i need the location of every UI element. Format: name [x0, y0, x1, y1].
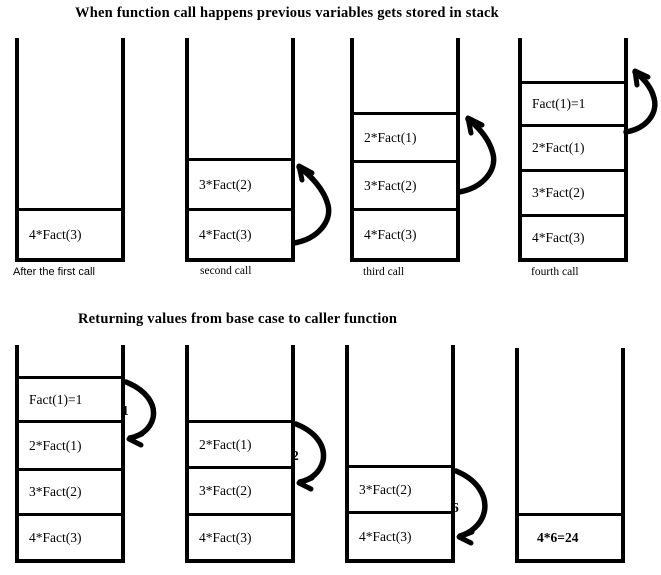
return-arrow-label-1: 1	[122, 403, 129, 418]
stack-caption-third-call: third call	[363, 266, 405, 278]
stack-frame: 4*Fact(3)	[185, 208, 295, 262]
stack-frame-label: 3*Fact(2)	[532, 185, 585, 200]
stack-frame: 3*Fact(2)	[518, 169, 628, 214]
stack-frame-label: 4*Fact(3)	[199, 529, 252, 545]
stack-wall-left	[185, 38, 189, 262]
stack-frame: 3*Fact(2)	[345, 465, 455, 511]
return-arrow-label-2: 2	[292, 448, 299, 463]
stack-frame-label: 4*Fact(3)	[199, 226, 252, 242]
stack-frames: 3*Fact(2) 4*Fact(3)	[345, 465, 455, 563]
stack-return-result: 4*6=24	[515, 348, 625, 563]
stack-return-2: 2*Fact(1) 3*Fact(2) 4*Fact(3)	[185, 345, 295, 563]
stack-frames: 4*6=24	[515, 513, 625, 563]
stack-caption-fourth-call: fourth call	[531, 266, 579, 278]
stack-wall-left	[515, 348, 519, 563]
stack-frame-label: Fact(1)=1	[532, 96, 586, 111]
stack-frame-label: 2*Fact(1)	[29, 437, 82, 453]
stack-wall-left	[350, 38, 354, 262]
return-arrow-1	[118, 376, 166, 448]
stack-frame-label: 3*Fact(2)	[199, 483, 252, 498]
stack-after-first-call: 4*Fact(3)	[15, 38, 125, 262]
section-title-return-phase: Returning values from base case to calle…	[78, 311, 398, 327]
stack-fourth-call: Fact(1)=1 2*Fact(1) 3*Fact(2) 4*Fact(3)	[518, 38, 628, 262]
stack-frame-label: 4*Fact(3)	[364, 226, 417, 242]
push-arrow-third-call	[455, 110, 507, 200]
stack-frame-label: 2*Fact(1)	[532, 140, 585, 155]
stack-frame-label: 4*Fact(3)	[359, 528, 412, 544]
stack-wall-left	[345, 345, 349, 563]
stack-wall-right	[451, 345, 455, 563]
stack-caption-second-call: second call	[200, 265, 252, 277]
stack-frame-label: 4*Fact(3)	[29, 226, 82, 242]
stack-frame-result: 4*6=24	[515, 513, 625, 563]
push-arrow-fourth-call	[622, 66, 661, 138]
stack-frame: 2*Fact(1)	[15, 420, 125, 468]
stack-frame-label: 2*Fact(1)	[364, 129, 417, 145]
stack-frame-label: 3*Fact(2)	[364, 177, 417, 193]
stack-third-call: 2*Fact(1) 3*Fact(2) 4*Fact(3)	[350, 38, 460, 262]
stack-frames: Fact(1)=1 2*Fact(1) 3*Fact(2) 4*Fact(3)	[518, 81, 628, 262]
stack-wall-right	[291, 345, 295, 563]
stack-frames: 4*Fact(3)	[15, 208, 125, 262]
return-arrow-label-3: 6	[452, 500, 459, 515]
stack-frame-label: 3*Fact(2)	[29, 484, 82, 499]
stack-wall-left	[518, 38, 522, 262]
stack-frame: 3*Fact(2)	[185, 466, 295, 513]
stack-frames: Fact(1)=1 2*Fact(1) 3*Fact(2) 4*Fact(3)	[15, 376, 125, 563]
stack-return-1: Fact(1)=1 2*Fact(1) 3*Fact(2) 4*Fact(3)	[15, 345, 125, 563]
push-arrow-second-call	[288, 155, 340, 250]
stack-wall-left	[15, 345, 19, 563]
stack-frame: 3*Fact(2)	[185, 158, 295, 208]
stack-frame: 4*Fact(3)	[518, 214, 628, 262]
stack-second-call: 3*Fact(2) 4*Fact(3)	[185, 38, 295, 262]
stack-frame: 3*Fact(2)	[15, 468, 125, 513]
stack-frame-label: 4*6=24	[537, 529, 579, 545]
stack-wall-right	[456, 38, 460, 262]
stack-frame: 4*Fact(3)	[15, 208, 125, 262]
stack-frames: 3*Fact(2) 4*Fact(3)	[185, 158, 295, 262]
stack-frame: 4*Fact(3)	[345, 511, 455, 563]
stack-frame-label: Fact(1)=1	[29, 391, 83, 407]
stack-frame: 2*Fact(1)	[185, 420, 295, 466]
return-arrow-2	[288, 418, 336, 492]
stack-wall-right	[121, 345, 125, 563]
stack-frame-label: 3*Fact(2)	[199, 176, 252, 192]
stack-frame: Fact(1)=1	[15, 376, 125, 420]
stack-frames: 2*Fact(1) 3*Fact(2) 4*Fact(3)	[350, 112, 460, 262]
stack-wall-left	[185, 345, 189, 563]
stack-wall-right	[121, 38, 125, 262]
stack-frame-label: 3*Fact(2)	[359, 481, 412, 497]
stack-return-3: 3*Fact(2) 4*Fact(3)	[345, 345, 455, 563]
stack-frame: Fact(1)=1	[518, 81, 628, 124]
stack-frame: 3*Fact(2)	[350, 160, 460, 208]
stack-frame: 4*Fact(3)	[15, 513, 125, 563]
stack-wall-left	[15, 38, 19, 262]
stack-wall-right	[621, 348, 625, 563]
stack-frame: 2*Fact(1)	[518, 124, 628, 169]
stack-frame-label: 4*Fact(3)	[29, 529, 82, 545]
stack-wall-right	[291, 38, 295, 262]
stack-wall-right	[624, 38, 628, 262]
stack-frame: 4*Fact(3)	[185, 513, 295, 563]
stack-caption-after-first-call: After the first call	[13, 266, 95, 278]
stack-frame: 4*Fact(3)	[350, 208, 460, 262]
section-title-push-phase: When function call happens previous vari…	[75, 5, 499, 21]
stack-frames: 2*Fact(1) 3*Fact(2) 4*Fact(3)	[185, 420, 295, 563]
stack-frame-label: 2*Fact(1)	[199, 436, 252, 452]
stack-frame-label: 4*Fact(3)	[532, 229, 585, 245]
return-arrow-3	[448, 465, 496, 546]
stack-frame: 2*Fact(1)	[350, 112, 460, 160]
